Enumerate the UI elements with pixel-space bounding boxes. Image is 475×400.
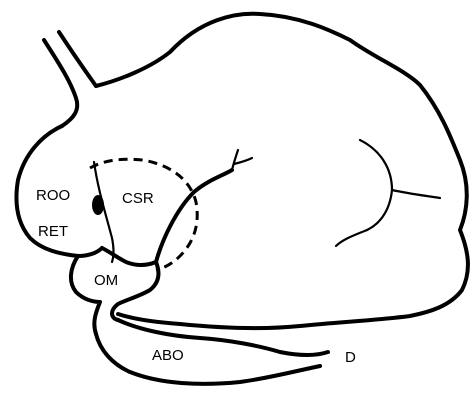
label-roo: ROO	[36, 187, 70, 204]
label-ret: RET	[38, 223, 68, 240]
label-abo: ABO	[152, 347, 184, 364]
right-inner-fold	[336, 140, 392, 246]
abo-sac-outline	[96, 334, 320, 384]
right-inner-branch	[392, 190, 440, 198]
dark-oval-marker	[92, 195, 104, 215]
label-csr: CSR	[122, 190, 154, 207]
csr-fold-line	[156, 170, 232, 262]
label-d: D	[345, 349, 356, 366]
upper-duct-right-line	[59, 32, 96, 86]
om-lower-left-outline	[71, 256, 100, 334]
label-om: OM	[94, 272, 118, 289]
center-notch	[232, 150, 252, 170]
main-body-outline	[96, 14, 468, 328]
